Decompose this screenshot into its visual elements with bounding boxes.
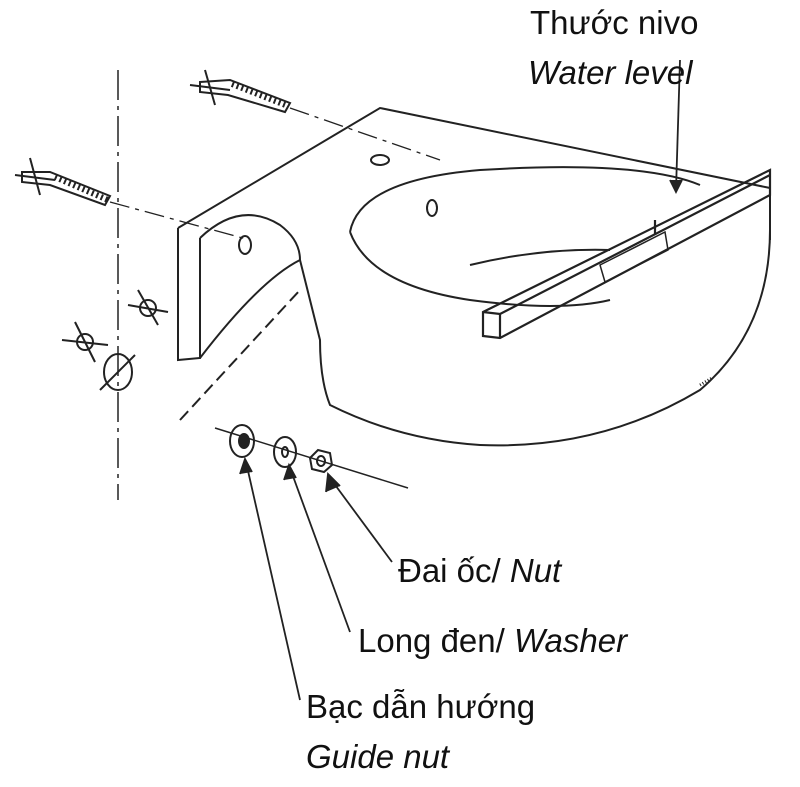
washer-label-en: Washer <box>513 622 628 659</box>
nut-label-vi: Đai ốc/ <box>398 552 510 589</box>
nut-label: Đai ốc/ Nut <box>398 554 561 587</box>
nut-label-en: Nut <box>509 552 562 589</box>
water-level-label-en: Water level <box>528 54 693 91</box>
wall-hole-marks <box>61 289 169 391</box>
wall-bolt-upper <box>189 69 441 161</box>
wall-bolt-lower <box>14 157 251 241</box>
leader-lines <box>239 59 683 701</box>
water-level-tool <box>481 168 772 340</box>
water-level-label-vi: Thước nivo <box>530 4 699 41</box>
washer-label-vi: Long đen/ <box>358 622 514 659</box>
wash-basin <box>177 106 771 489</box>
washer-label: Long đen/ Washer <box>358 624 627 657</box>
guide-nut <box>229 424 255 458</box>
nut <box>308 448 334 474</box>
guide-nut-label-en: Guide nut <box>306 738 450 775</box>
washer <box>273 436 297 468</box>
guide-nut-label-vi: Bạc dẫn hướng <box>306 688 536 725</box>
